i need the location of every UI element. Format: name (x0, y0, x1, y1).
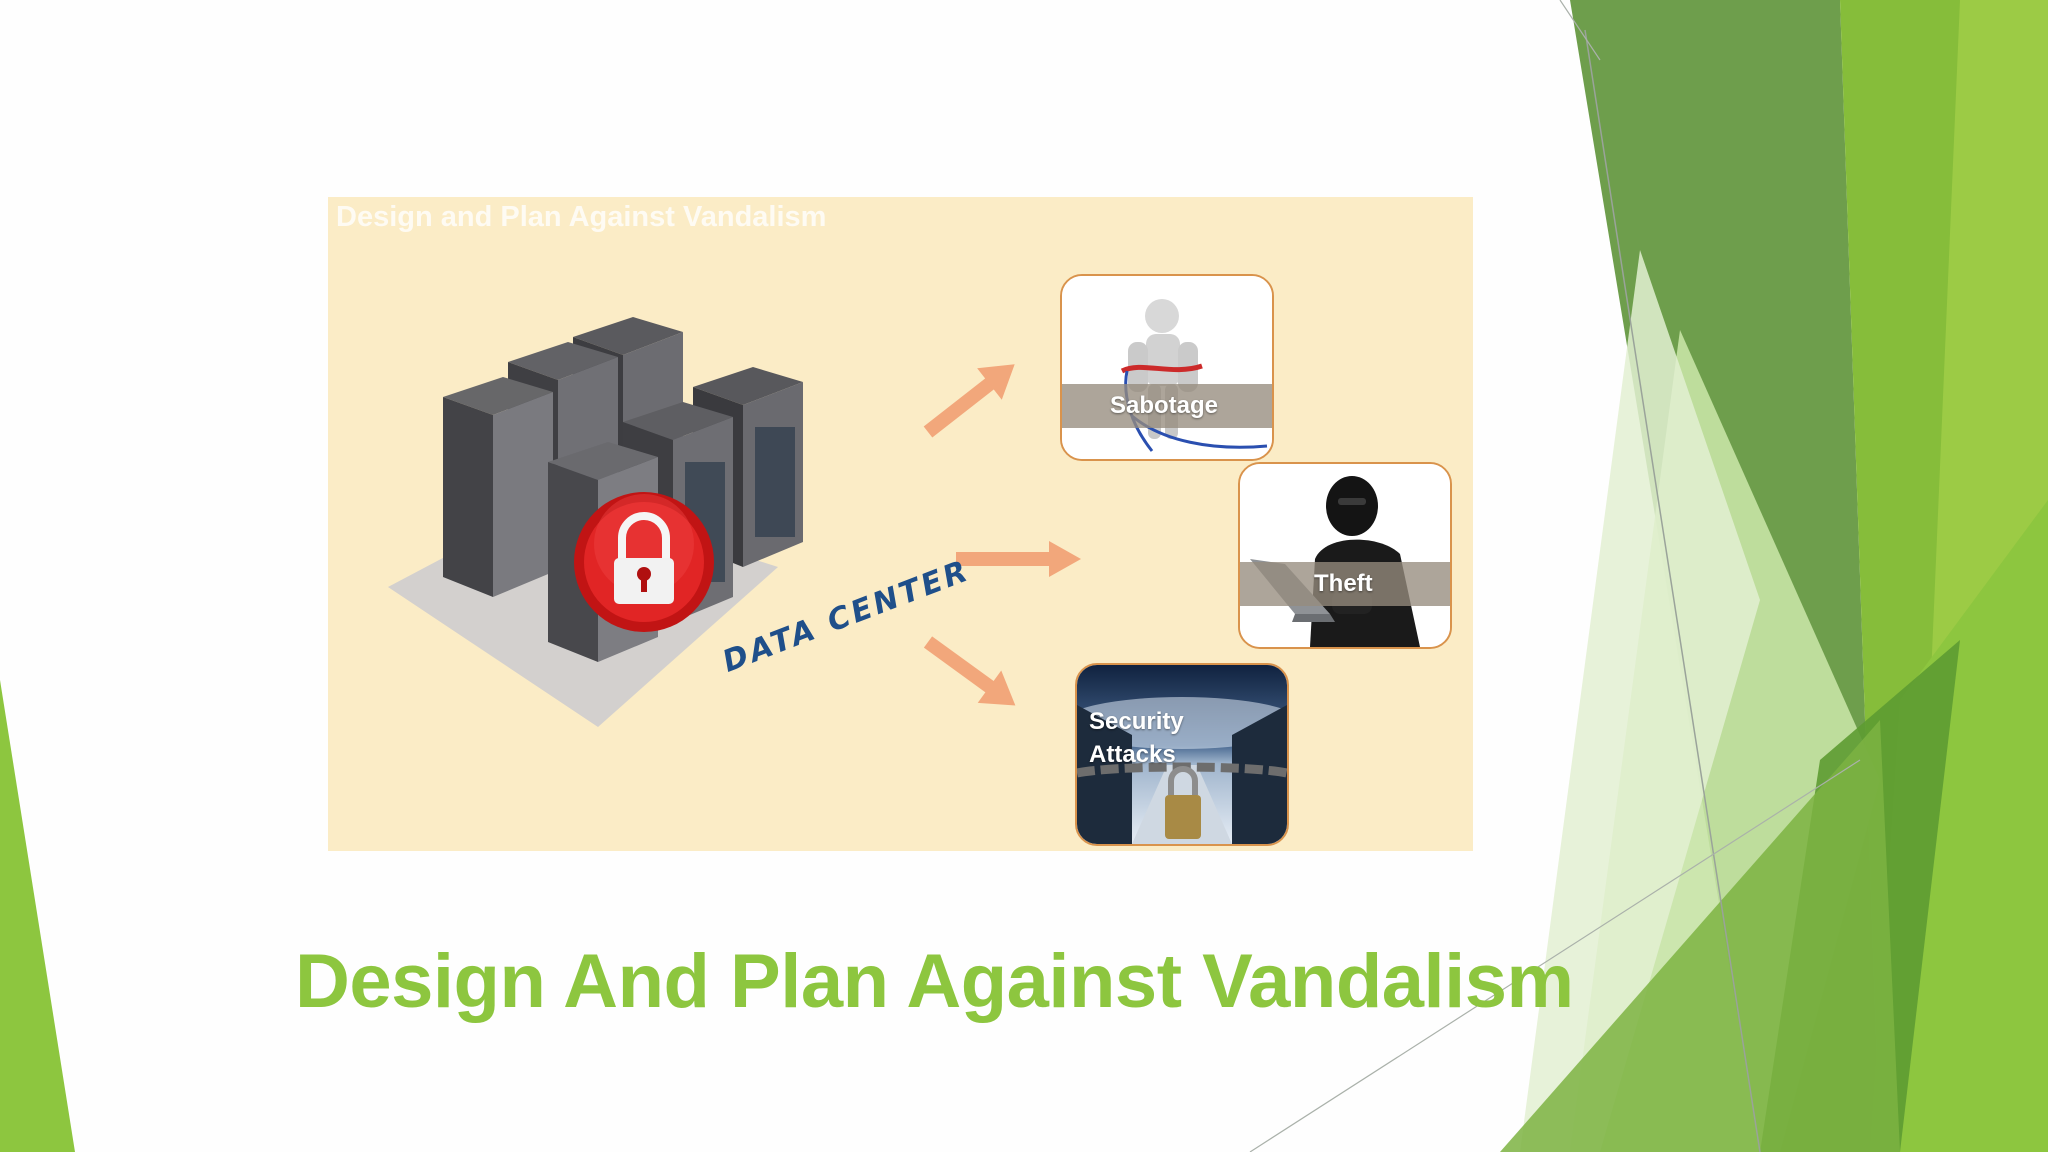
threat-label-sabotage: Sabotage (1110, 392, 1219, 419)
padlock-icon (574, 492, 714, 632)
threat-label-theft: Theft (1314, 570, 1373, 597)
data-center-illustration (388, 317, 1081, 727)
arrow-to-attacks (923, 636, 1016, 706)
server-rack (443, 377, 553, 597)
threat-card-sabotage: Sabotage (1060, 274, 1274, 461)
label-band (1240, 562, 1450, 606)
thin-line-3 (1559, 0, 1601, 61)
threat-card-theft: Theft (1238, 462, 1452, 649)
figure-cutting-cable-icon (1062, 276, 1272, 459)
slide-title: Design And Plan Against Vandalism (295, 939, 1574, 1024)
threat-label-security-attacks: Security Attacks (1089, 708, 1184, 768)
right-wedge-pale (1520, 250, 1760, 1152)
thin-line-2 (1249, 759, 1861, 1152)
chained-padlock-server-aisle-icon (1077, 665, 1287, 844)
picture-heading: Design and Plan Against Vandalism (336, 201, 827, 233)
left-green-wedge (0, 680, 75, 1152)
masked-thief-with-laptop-icon (1240, 464, 1450, 647)
arrow-to-theft (956, 541, 1081, 577)
arrow-to-sabotage (923, 364, 1015, 438)
right-wedge-lower (1500, 720, 1900, 1152)
vandalism-diagram-picture: Design and Plan Against Vandalism DATA C… (328, 197, 1473, 851)
thin-line-1 (1584, 29, 1761, 1152)
threat-card-security-attacks: Security Attacks (1075, 663, 1289, 846)
label-band (1062, 384, 1272, 428)
